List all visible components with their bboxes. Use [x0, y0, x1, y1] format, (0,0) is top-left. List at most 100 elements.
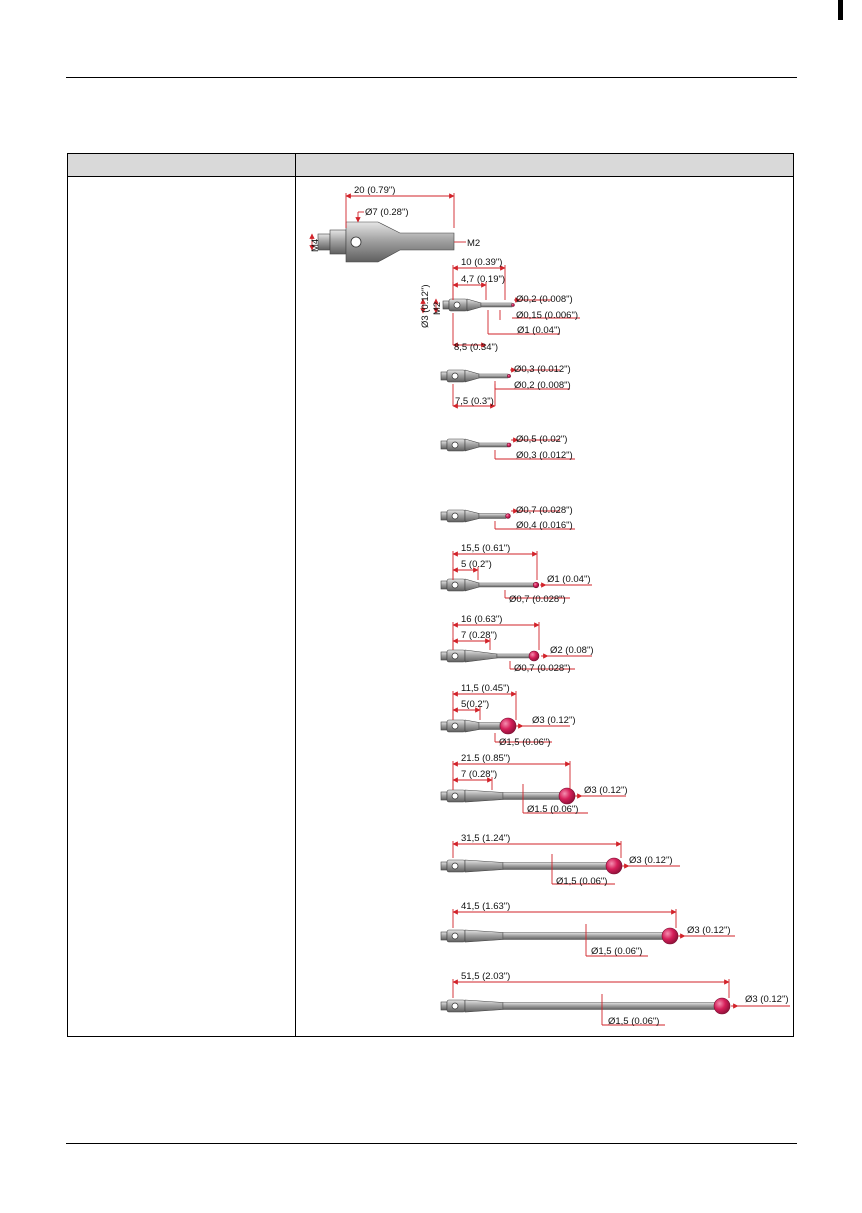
adapter-body: [345, 221, 455, 263]
stylus-cone: [464, 578, 480, 592]
stem-diameter-label: Ø0,4 (0.016"): [516, 520, 573, 531]
thread-m4-label: M4: [310, 239, 321, 252]
stylus-ruby-3-short: 11,5 (0.45")5(0.2")Ø3 (0.12")Ø1,5 (0.06"…: [440, 683, 576, 748]
wrench-hole: [350, 236, 362, 248]
length-label: 16 (0.63"): [461, 614, 502, 625]
thread-section: [440, 721, 448, 731]
header-cell-2: [295, 153, 794, 177]
stem-diameter-label: Ø0,7 (0.028"): [514, 663, 571, 674]
wrench-hole: [451, 862, 459, 870]
stylus-cone: [464, 859, 504, 873]
ruby-ball-icon: [532, 581, 540, 589]
wrench-hole: [451, 512, 459, 520]
stem-diameter-label: Ø1,5 (0.06"): [591, 946, 642, 957]
neck-diameter-label: Ø1 (0.04"): [517, 325, 561, 336]
base-length-label: 8,5 (0.34"): [454, 342, 498, 353]
stylus-cone: [464, 929, 504, 943]
ruby-ball-icon: [713, 997, 731, 1015]
stem-diameter-label: Ø1,5 (0.06"): [608, 1016, 659, 1027]
length-label: 15,5 (0.61"): [461, 543, 510, 554]
shaft-length-label: 4,7 (0.19"): [461, 274, 505, 285]
stylus-cone: [466, 298, 482, 312]
thread-m2-label: M2: [467, 238, 480, 249]
table-header-row: [67, 153, 794, 177]
thread-section: [440, 371, 448, 381]
stylus-cone: [464, 719, 480, 733]
stylus-shaft: [480, 302, 513, 308]
stylus-ruby-05: Ø0,5 (0.02") Ø0,3 (0.012"): [440, 434, 575, 461]
shaft-length-label: 7 (0.28"): [461, 630, 497, 641]
tip-diameter-label: Ø0,3 (0.012"): [514, 364, 571, 375]
header-cell-1: [67, 153, 296, 177]
length-label: 21.5 (0.85"): [461, 753, 510, 764]
ruby-ball-icon: [506, 442, 512, 448]
stylus-shaft: [478, 513, 507, 519]
stylus-shaft: [502, 932, 666, 940]
shaft-length-label: 5 (0.2"): [461, 559, 492, 570]
ruby-ball-icon: [528, 650, 540, 662]
thread-section: [442, 300, 450, 310]
ruby-ball-icon: [511, 303, 515, 307]
stem-diameter-label: Ø1.5 (0.06"): [527, 804, 578, 815]
body-cell-drawings: [295, 176, 794, 1037]
wrench-hole: [451, 372, 459, 380]
tip-diameter-label: Ø3 (0.12"): [584, 785, 628, 796]
stylus-ruby-03: Ø0,3 (0.012")Ø0,2 (0.008")7,5 (0.3"): [440, 364, 571, 409]
stylus-shaft: [502, 792, 563, 800]
stylus-shaft: [478, 582, 535, 588]
stylus-ruby-3-41: 41,5 (1.63")Ø3 (0.12")Ø1,5 (0.06"): [440, 901, 735, 957]
stylus-cone: [464, 369, 480, 383]
thread-section: [440, 580, 448, 590]
tip-diameter-label: Ø3 (0.12"): [629, 855, 673, 866]
stylus-cone: [464, 438, 480, 452]
stem-diameter-label: Ø0,15 (0.006"): [516, 310, 578, 321]
length-label: 20 (0.79"): [354, 185, 395, 196]
length-label: 51,5 (2.03"): [461, 971, 510, 982]
stylus-cone: [464, 789, 504, 803]
tip-diameter-label: Ø1 (0.04"): [547, 574, 591, 585]
tip-diameter-label: Ø3 (0.12"): [745, 994, 789, 1005]
stylus-cone: [464, 649, 498, 663]
stylus-ruby-2: 16 (0.63") 7 (0.28") Ø2 (0.08") Ø0,7 (0.028…: [440, 614, 594, 674]
stem-diameter-label: Ø0,3 (0.012"): [516, 450, 573, 461]
tip-diameter-label: Ø0,2 (0.008"): [516, 294, 573, 305]
wrench-hole: [451, 722, 459, 730]
thread-section: [440, 931, 448, 941]
length-label: 31,5 (1.24"): [461, 833, 510, 844]
wrench-hole: [453, 301, 461, 309]
thread-section: [440, 861, 448, 871]
tip-diameter-label: Ø0,5 (0.02"): [516, 434, 567, 445]
shaft-length-label: 7 (0.28"): [461, 769, 497, 780]
ruby-ball-icon: [507, 374, 511, 378]
length-label: 11,5 (0.45"): [461, 683, 510, 694]
header-rule: [66, 77, 797, 78]
ruby-ball-icon: [605, 857, 623, 875]
wrench-hole: [451, 1002, 459, 1010]
tip-diameter-label: Ø3 (0.12"): [532, 715, 576, 726]
stylus-cone: [464, 509, 480, 523]
stylus-ruby-3-21: 21.5 (0.85") 7 (0.28") Ø3 (0.12") Ø1.5 (0.0…: [440, 753, 628, 815]
wrench-hole: [451, 792, 459, 800]
thread-section: [440, 511, 448, 521]
body-diameter-label: Ø3 (0.12"): [420, 284, 431, 328]
tip-diameter-label: Ø2 (0.08"): [550, 645, 594, 656]
wrench-hole: [451, 441, 459, 449]
thread-section: [440, 440, 448, 450]
ruby-ball-icon: [499, 717, 517, 735]
stylus-shaft: [496, 653, 531, 659]
wrench-hole: [451, 581, 459, 589]
ruby-ball-icon: [558, 787, 576, 805]
stylus-shaft: [502, 1002, 719, 1010]
thread-label: M2: [432, 302, 443, 315]
footer-rule: [66, 1143, 797, 1144]
thread-section: [440, 791, 448, 801]
stem-diameter-label: Ø0,2 (0.008"): [514, 380, 571, 391]
knurled-ring: [329, 229, 347, 255]
stem-diameter-label: Ø1,5 (0.06"): [556, 876, 607, 887]
stem-diameter-label: Ø0,7 (0.028"): [509, 594, 566, 605]
ruby-ball-icon: [505, 513, 511, 519]
shaft-length-label: 5(0.2"): [461, 699, 489, 710]
table-body-row: [67, 176, 794, 1037]
